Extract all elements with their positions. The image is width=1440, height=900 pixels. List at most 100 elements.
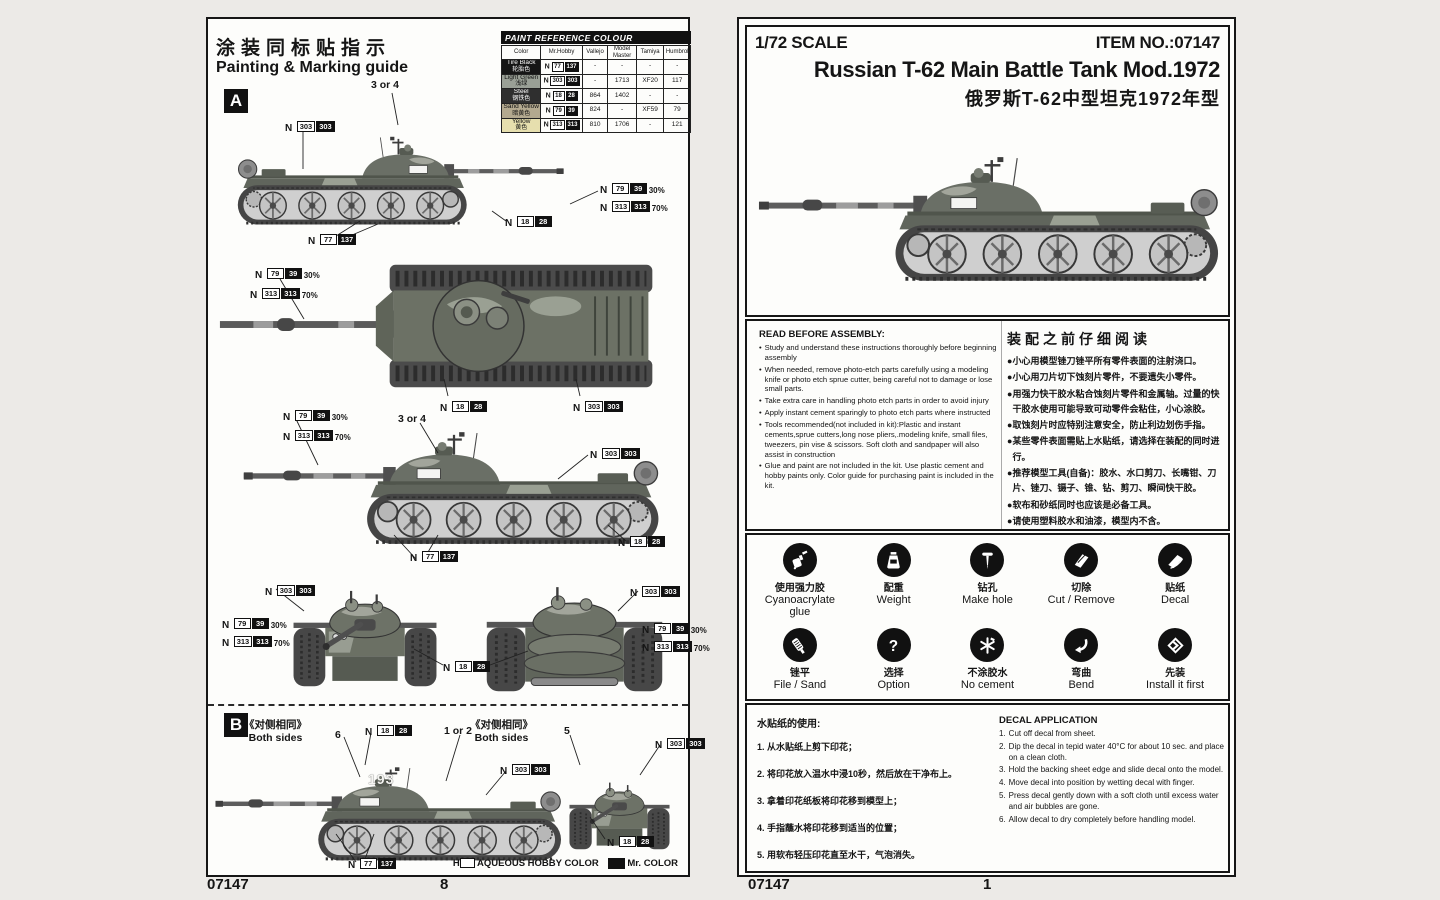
- column-divider: [1001, 321, 1002, 529]
- aqueous-color-number: 18: [552, 91, 565, 102]
- aqueous-color-number: 303: [666, 738, 686, 750]
- aqueous-color-number: 77: [359, 858, 377, 870]
- aqueous-color-number: 77: [421, 551, 439, 563]
- mix-ratio: 30%: [303, 271, 320, 280]
- symbol-label-zh: 选择: [883, 668, 904, 679]
- painting-guide-title-en: Painting & Marking guide: [216, 59, 409, 76]
- aqueous-color-number: 79: [611, 183, 629, 195]
- diagram-annotation: 3 or 4: [398, 413, 427, 425]
- aqueous-color-number: 79: [653, 623, 671, 635]
- paint-code-cell: -: [635, 117, 665, 134]
- paint-table-header: Model Master: [607, 45, 637, 60]
- aqueous-color-number: 313: [653, 641, 673, 653]
- assembly-note-en: •Glue and paint are not included in the …: [759, 461, 994, 491]
- assembly-note-zh: ●请使用塑料胶水和油漆，模型内不含。: [1007, 515, 1166, 526]
- mr-color-number: 39: [251, 618, 269, 630]
- aqueous-color-number: 303: [296, 121, 316, 133]
- decal-steps-zh-column: 水贴纸的使用: 1. 从水贴纸上剪下印花；2. 将印花放入温水中浸10秒，然后放…: [757, 715, 987, 875]
- mr-color-number: 303: [316, 121, 335, 133]
- aqueous-color-number: 79: [552, 105, 565, 116]
- paint-code-cell: -: [663, 59, 691, 75]
- assembly-note-en: •Apply instant cement sparingly to photo…: [759, 408, 991, 418]
- mr-color-number: 39: [565, 105, 578, 116]
- symbol-label-en: Cyanoacrylate glue: [764, 594, 836, 618]
- paint-code-cell: 1402: [607, 88, 637, 104]
- right-footer-item-number: 07147: [748, 876, 790, 893]
- paint-code-cell: XF20: [635, 73, 665, 90]
- paint-code-cell: 810: [581, 117, 609, 134]
- cyanoacrylate-glue-icon: [782, 543, 817, 577]
- paint-code-cell: -: [607, 59, 637, 75]
- symbol-label-zh: 先装: [1165, 668, 1186, 679]
- decal-icon: [1158, 543, 1193, 577]
- mix-ratio: 70%: [334, 433, 351, 442]
- mix-ratio: 70%: [273, 639, 290, 648]
- mr-color-number: 303: [661, 586, 680, 598]
- decal-title-en: DECAL APPLICATION: [999, 715, 1098, 726]
- decal-title-zh: 水贴纸的使用:: [757, 719, 821, 730]
- aqueous-color-number: 313: [611, 201, 631, 213]
- mr-color-number: 28: [472, 661, 490, 673]
- assembly-note-zh: ●某些零件表面需贴上水贴纸，请选择在装配的同时进行。: [1007, 436, 1220, 462]
- mr-color-number: 28: [565, 91, 578, 102]
- symbol-label-en: No cement: [960, 679, 1015, 691]
- scale-label: 1/72 SCALE: [755, 33, 848, 52]
- legend-h-prefix: H: [452, 858, 460, 869]
- decal-application-box: 水贴纸的使用: 1. 从水贴纸上剪下印花；2. 将印花放入温水中浸10秒，然后放…: [745, 703, 1230, 873]
- read-before-zh-column: 装配之前仔细阅读 ●小心用模型锉刀锉平所有零件表面的注射浇口。●小心用刀片切下蚀…: [1007, 329, 1225, 530]
- diagram-annotation: 6: [335, 729, 341, 741]
- kit-title-zh: 俄罗斯T-62中型坦克1972年型: [964, 89, 1220, 109]
- kit-title-en: Russian T-62 Main Battle Tank Mod.1972: [813, 57, 1221, 82]
- symbol-label-zh: 切除: [1071, 583, 1092, 594]
- page-left-painting-guide: 涂装同标贴指示 Painting & Marking guide PAINT R…: [206, 17, 710, 877]
- read-before-title-en: READ BEFORE ASSEMBLY:: [759, 329, 885, 340]
- paint-code-cell: 864: [581, 88, 609, 104]
- legend-mr-color-label: Mr. COLOR: [627, 858, 678, 869]
- mr-color-number: 28: [534, 216, 552, 228]
- install-first-icon: [1158, 628, 1193, 662]
- left-footer-page-number: 8: [440, 876, 449, 893]
- aqueous-color-number: 79: [266, 268, 284, 280]
- decal-step-en: 3.Hold the backing sheet edge and slide …: [999, 765, 1224, 775]
- diagram-annotation: 1 or 2: [444, 725, 473, 737]
- mix-ratio: 30%: [270, 621, 287, 630]
- mr-color-number: 137: [564, 61, 579, 72]
- decal-step-zh: 1. 从水贴纸上剪下印花；: [757, 742, 858, 752]
- paint-code-cell: XF59: [635, 102, 665, 119]
- right-footer-page-number: 1: [983, 876, 992, 893]
- mr-color-number: 28: [469, 401, 487, 413]
- file-sand-icon: [782, 628, 817, 662]
- cut-remove-icon: [1064, 543, 1099, 577]
- read-before-en-column: READ BEFORE ASSEMBLY: •Study and underst…: [759, 329, 999, 493]
- paint-code-cell: -: [607, 102, 637, 119]
- assembly-note-en: •Tools recommended(not included in kit):…: [759, 420, 988, 459]
- aqueous-color-number: 18: [629, 536, 647, 548]
- title-box: 1/72 SCALE ITEM NO.:07147 Russian T-62 M…: [745, 25, 1230, 317]
- decal-step-en: 4.Move decal into position by wetting de…: [999, 778, 1195, 788]
- decal-step-zh: 5. 用软布轻压印花直至水干，气泡消失。: [757, 850, 921, 860]
